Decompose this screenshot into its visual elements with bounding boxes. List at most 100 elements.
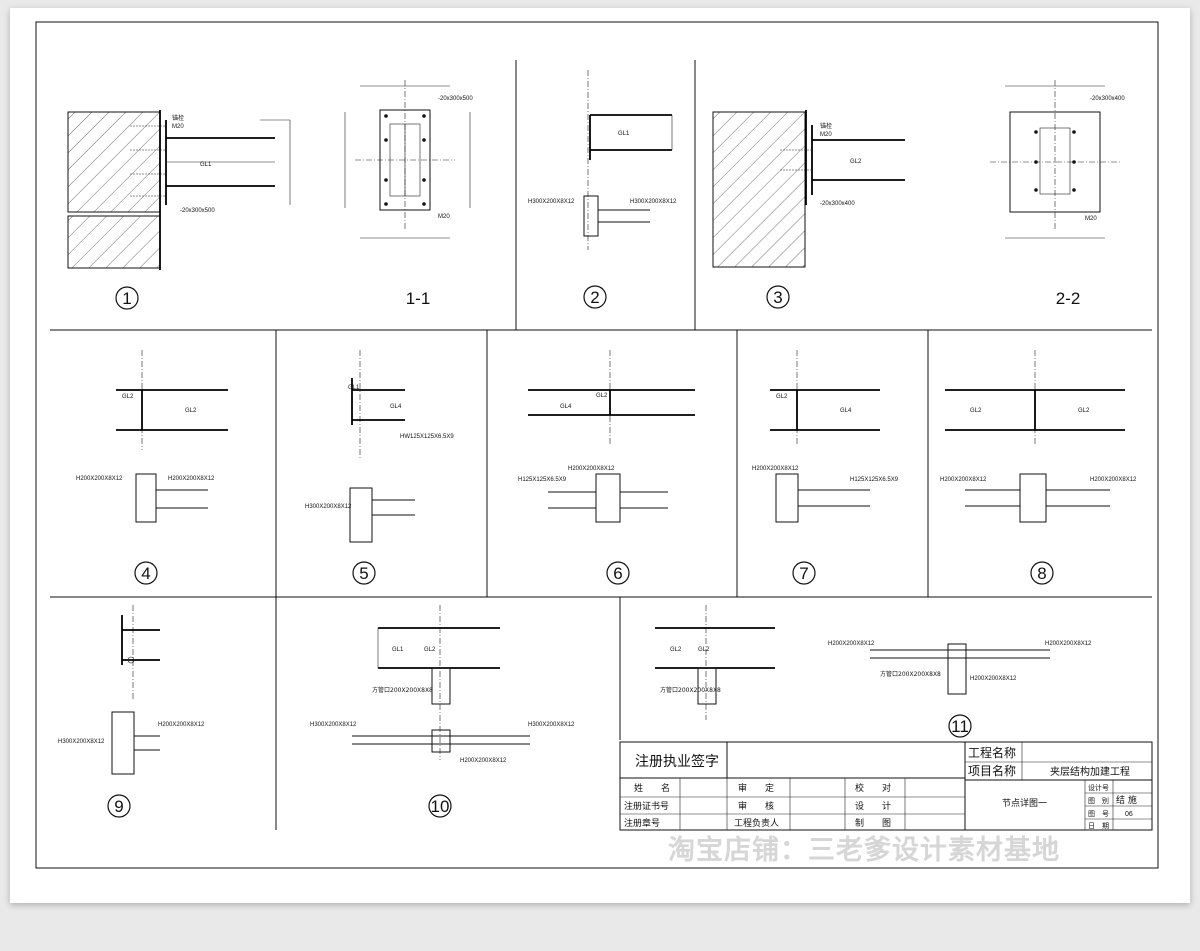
concrete-wall-lower	[67, 215, 161, 269]
column-label: 方管口200X200X8X8	[372, 686, 433, 694]
beam-b-label: GL4	[390, 404, 402, 410]
plan-column	[947, 643, 967, 695]
detail-11: GL2 GL2 方管口200X200X8X8 H200X200X8X12 H20…	[655, 605, 1092, 738]
design-label: 设 计	[855, 800, 891, 812]
plate-label: -20x300x500	[180, 208, 215, 214]
review-label: 审 核	[738, 800, 774, 812]
check-label: 校 对	[855, 782, 891, 794]
detail-number: 1	[122, 289, 131, 308]
category-label: 图 别	[1088, 796, 1109, 805]
detail-number: 5	[359, 564, 368, 583]
beam-label: GL1	[200, 162, 212, 168]
detail-2: GL1 H300X200X8X12 H300X200X8X12 2	[528, 70, 677, 309]
bolt-label: M20	[1085, 216, 1097, 222]
anchor-label: 锚栓	[820, 122, 832, 130]
signature-header: 注册执业签字	[635, 753, 719, 770]
item-name-label: 项目名称	[968, 763, 1016, 778]
section-a2-label: H300X200X8X12	[528, 722, 575, 728]
detail-number: 8	[1037, 564, 1046, 583]
beam-b-label: GL2	[1078, 408, 1090, 414]
watermark: 淘宝店铺：三老爹设计素材基地	[668, 835, 1060, 866]
draw-label: 制 图	[855, 817, 891, 829]
bolt-holes	[1034, 130, 1076, 192]
beam-b-label: GL2	[185, 408, 197, 414]
beam-a-label: GL2	[670, 647, 682, 653]
detail-marker	[134, 561, 158, 585]
beam-label: GL2	[850, 159, 862, 165]
beam-a-label: GL4	[560, 404, 572, 410]
plan-column-label: 方管口200X200X8X8	[880, 670, 941, 678]
detail-number: 10	[431, 797, 450, 816]
drawing-title: 节点详图一	[1002, 797, 1047, 809]
detail-marker	[428, 794, 452, 818]
category-value: 结 施	[1116, 794, 1137, 806]
section-a-label: H300X200X8X12	[310, 722, 357, 728]
row-name-label: 姓 名	[634, 782, 670, 794]
beam-a-label: GL2	[122, 394, 134, 400]
section-a-label: H200X200X8X12	[828, 641, 875, 647]
project-name-label: 工程名称	[968, 745, 1016, 760]
beam-a-label: GL2	[970, 408, 982, 414]
detail-marker	[792, 561, 816, 585]
section-b-label: H300X200X8X12	[630, 199, 677, 205]
section-label: 2-2	[1056, 289, 1081, 308]
section-a-label: H300X200X8X12	[528, 199, 575, 205]
section-b-label: H200X200X8X12	[460, 758, 507, 764]
sheet-no-label: 图 号	[1088, 810, 1109, 818]
plate-label: -20x300x500	[438, 96, 473, 102]
bolt-label: M20	[172, 124, 184, 130]
item-name-value: 夹层结构加建工程	[1050, 765, 1130, 778]
column-label: 方管口200X200X8X8	[660, 686, 721, 694]
detail-8: GL2 GL2 H200X200X8X12 H200X200X8X12 8	[940, 350, 1137, 585]
chief-label: 工程负责人	[734, 817, 779, 829]
detail-number: 11	[951, 717, 969, 736]
detail-marker	[115, 286, 139, 310]
design-no-label: 设计号	[1088, 783, 1109, 792]
beam-b-label: GL2	[596, 393, 608, 399]
date-label: 日 期	[1088, 822, 1109, 830]
detail-number: 2	[590, 288, 599, 307]
section-label: 1-1	[406, 289, 431, 308]
col-plate	[583, 195, 599, 237]
section-a-label: H200X200X8X12	[752, 466, 799, 472]
bolt-holes	[384, 114, 426, 206]
detail-10: GL1 GL2 方管口200X200X8X8 H300X200X8X12 H30…	[310, 605, 575, 818]
column	[697, 667, 717, 705]
section-a-label: H300X200X8X12	[58, 739, 105, 745]
detail-3: GL2 锚栓 M20 -20x300x400 3	[712, 110, 905, 309]
row-cert-label: 注册证书号	[624, 800, 669, 812]
section-a-label: H200X200X8X12	[76, 476, 123, 482]
section-b-label: H125X125X6.5X9	[850, 477, 899, 483]
col-plan	[135, 473, 157, 523]
detail-4: GL2 GL2 H200X200X8X12 H200X200X8X12 4	[76, 350, 228, 585]
weld-symbol	[127, 656, 135, 664]
detail-number: 9	[114, 797, 123, 816]
col-plan	[349, 487, 373, 543]
detail-marker	[352, 561, 376, 585]
detail-number: 7	[799, 564, 808, 583]
drawing-border	[35, 21, 1159, 869]
detail-marker	[766, 285, 790, 309]
detail-marker	[107, 794, 131, 818]
section-1-1: -20x300x500 M20 1-1	[344, 80, 473, 308]
detail-number: 6	[613, 564, 622, 583]
detail-number: 4	[141, 564, 150, 583]
beam-b-label: GL2	[424, 647, 436, 653]
section-b-label: H200X200X8X12	[1090, 477, 1137, 483]
col-plan	[775, 473, 799, 523]
beam-b-label: GL4	[840, 408, 852, 414]
col-plan	[111, 711, 135, 775]
row-seal-label: 注册章号	[624, 817, 660, 829]
detail-marker	[583, 285, 607, 309]
detail-9: H300X200X8X12 H200X200X8X12 9	[58, 605, 205, 818]
detail-1: GL1 锚栓 M20 -20x300x500 1	[67, 110, 291, 310]
sheet-no-value: 06	[1125, 811, 1133, 818]
plate-label: -20x300x400	[1090, 96, 1125, 102]
detail-5: GL1 GL4 HW125X125X6.5X9 H300X200X8X12 5	[305, 350, 454, 585]
paper-background	[10, 8, 1190, 903]
section-a-label: H125X125X6.5X9	[518, 477, 567, 483]
beam-a-label: GL2	[776, 394, 788, 400]
beam-label: GL1	[618, 131, 630, 137]
